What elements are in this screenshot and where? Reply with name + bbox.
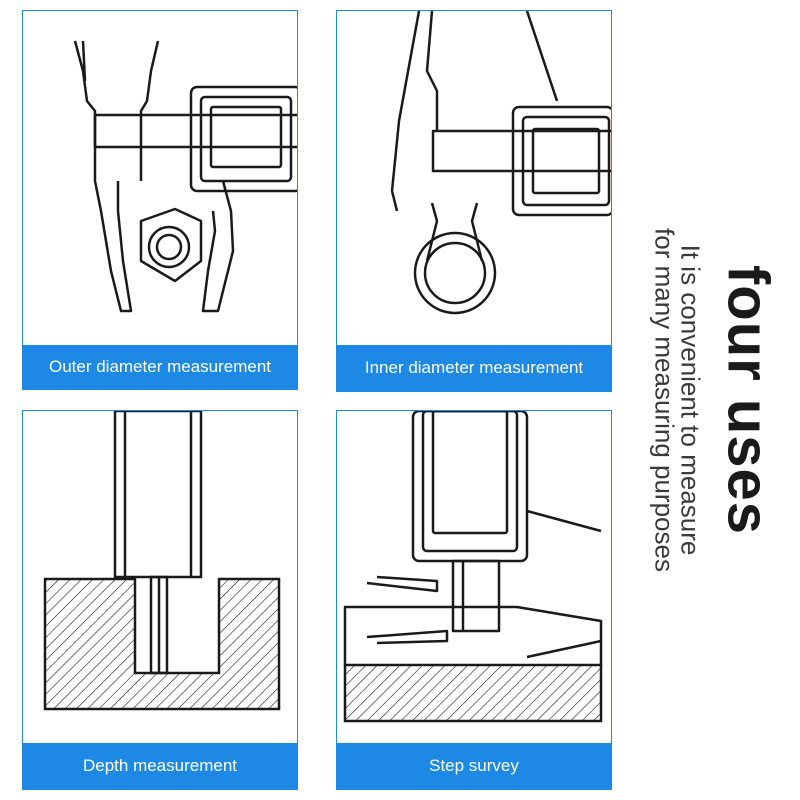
step-survey-illustration — [343, 411, 603, 723]
panel-label: Outer diameter measurement — [23, 345, 297, 389]
panel-outer-diameter: Outer diameter measurement — [22, 10, 298, 390]
four-uses-heading: four uses — [715, 264, 781, 536]
panel-label: Inner diameter measurement — [337, 345, 611, 391]
panel-label: Depth measurement — [23, 743, 297, 789]
panel-depth: Depth measurement — [22, 410, 298, 790]
depth-illustration — [43, 411, 281, 711]
panel-label: Step survey — [337, 743, 611, 789]
subtitle-line-2: for many measuring purposes — [649, 228, 680, 572]
panel-step-survey: Step survey — [336, 410, 612, 790]
outer-diameter-illustration — [73, 40, 297, 313]
inner-diameter-illustration — [390, 11, 611, 315]
panel-inner-diameter: Inner diameter measurement — [336, 10, 612, 392]
